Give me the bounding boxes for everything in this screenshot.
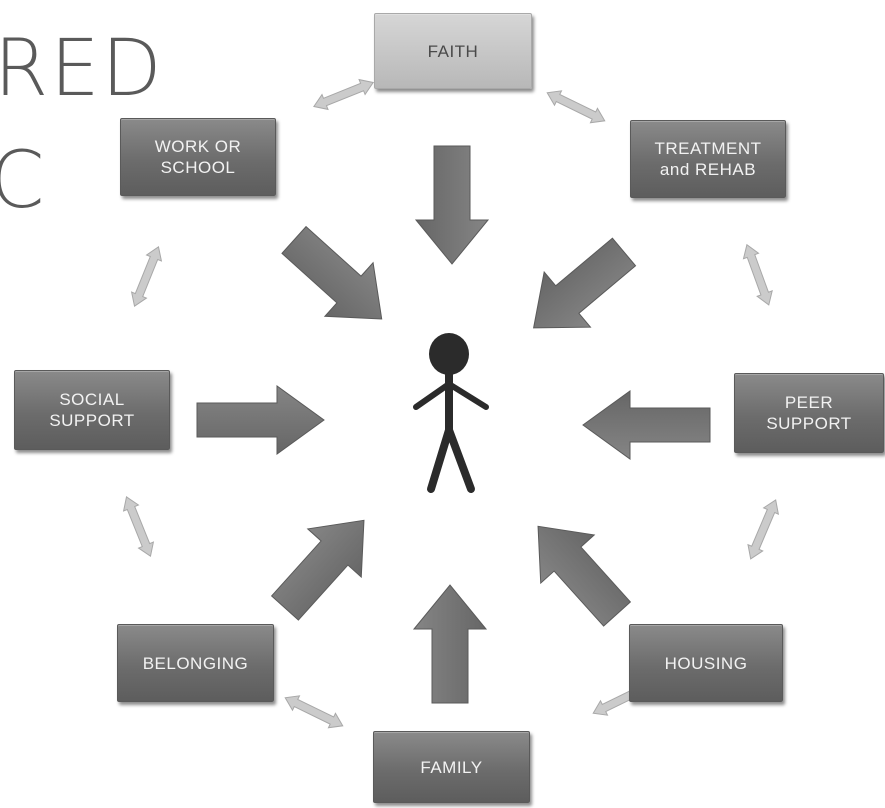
title-fragment-line2: C (0, 136, 47, 226)
node-housing: HOUSING (629, 624, 783, 702)
connector-arrow-belonging-family (284, 695, 344, 729)
node-family: FAMILY (373, 731, 530, 803)
connector-arrow-faith-work (313, 78, 375, 111)
connector-arrow-faith-treatment (546, 90, 606, 124)
arrow-from-belonging (270, 519, 365, 621)
connector-arrow-treatment-peer (742, 243, 773, 306)
connector-arrow-work-social (130, 246, 163, 308)
arrow-from-peer (582, 390, 711, 460)
connector-arrow-peer-housing (747, 499, 780, 560)
node-social-support: SOCIAL SUPPORT (14, 370, 170, 450)
arrow-from-work (281, 225, 383, 320)
arrow-from-housing (537, 525, 632, 627)
arrow-from-treatment (533, 237, 637, 329)
arrow-from-family (412, 584, 488, 704)
connector-arrow-social-belonging (122, 496, 155, 558)
arrow-from-social (196, 385, 325, 455)
node-treatment-and-rehab: TREATMENT and REHAB (630, 120, 786, 198)
node-work-or-school: WORK OR SCHOOL (120, 118, 276, 196)
title-fragment-line1: RED (0, 24, 164, 114)
node-belonging: BELONGING (117, 624, 274, 702)
stick-person-icon (413, 333, 489, 493)
arrow-from-faith (414, 145, 490, 265)
node-peer-support: PEER SUPPORT (734, 373, 884, 453)
node-faith: FAITH (374, 13, 532, 89)
